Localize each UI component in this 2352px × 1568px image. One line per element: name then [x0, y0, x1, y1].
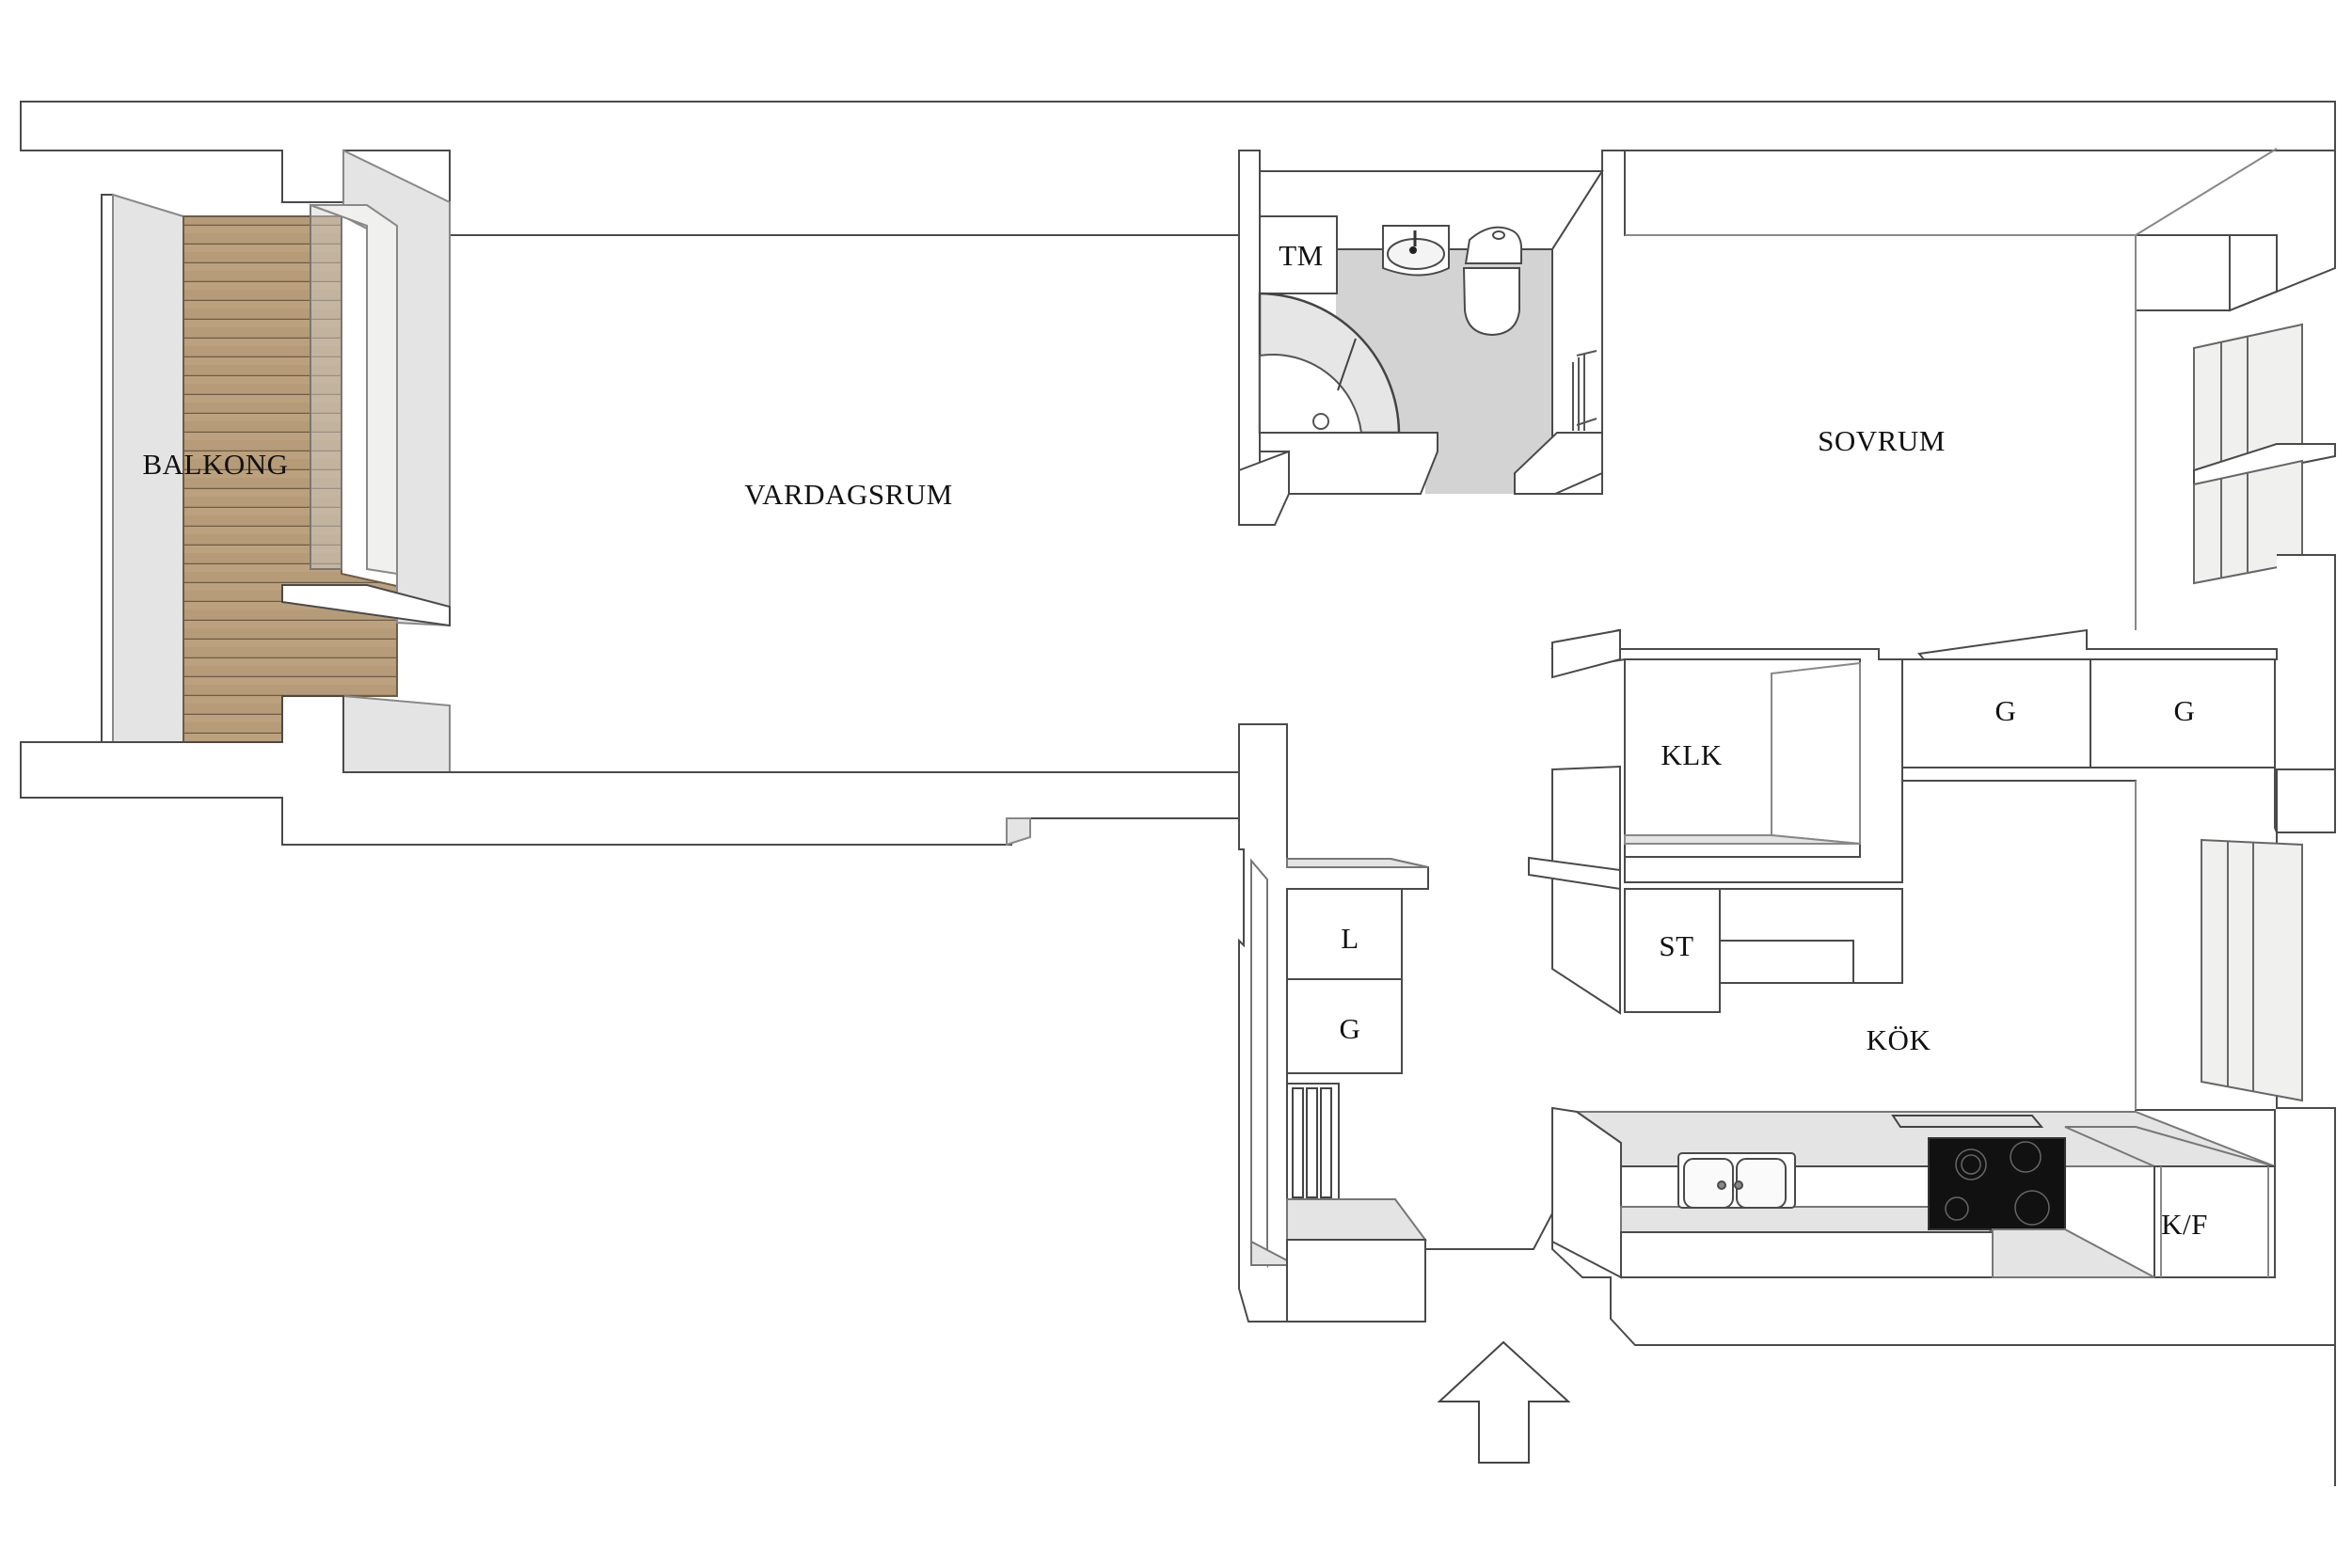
label-kok: KÖK	[1866, 1023, 1931, 1056]
outer-wall-left-bottom	[20, 695, 1288, 859]
window-glass	[310, 204, 398, 576]
shower-drain-icon	[1312, 413, 1329, 430]
fridge-freezer	[2153, 1165, 2276, 1278]
st-step	[1719, 940, 1854, 984]
label-g-closet-left: G	[1994, 694, 2017, 727]
counter-front-body	[1620, 1231, 1994, 1278]
toilet-flush-button	[1492, 230, 1505, 240]
label-vardagsrum: VARDAGSRUM	[744, 478, 953, 511]
sink-drain-right-icon	[1734, 1180, 1743, 1190]
bathroom	[1238, 150, 1604, 526]
stove-hob	[1928, 1137, 2066, 1230]
bathroom-jamb-right	[1514, 432, 1603, 495]
sink-right-bowl	[1736, 1158, 1787, 1209]
label-l: L	[1341, 922, 1359, 955]
g-hall-closet	[1286, 978, 1403, 1074]
st-cabinet	[1624, 888, 1721, 1013]
washing-machine-block	[1259, 215, 1338, 294]
washbasin-drain-icon	[1409, 246, 1417, 254]
balcony-door-jamb	[342, 694, 451, 773]
bathroom-jamb-left-side	[1238, 450, 1290, 526]
klk-closet-shelf	[1624, 834, 1861, 845]
label-tm: TM	[1279, 239, 1324, 272]
label-kf: K/F	[2161, 1208, 2208, 1241]
kitchen-right-wall	[1551, 767, 2336, 1346]
hob-burners-icon	[1945, 1141, 2050, 1226]
bedroom	[1624, 102, 2336, 833]
label-g-hall: G	[1339, 1012, 1361, 1045]
label-klk: KLK	[1661, 738, 1723, 771]
bathroom-right-wall	[1551, 167, 1603, 495]
bathroom-jamb-left	[1259, 432, 1438, 495]
klk-left-wall	[1551, 765, 1621, 1015]
stove-top	[1891, 1115, 2044, 1128]
label-st: ST	[1659, 929, 1694, 962]
shower-door-divider	[1337, 338, 1357, 391]
klk-closet-depth	[1771, 661, 1861, 846]
hall-floor-step	[1286, 1198, 1427, 1241]
step-notch	[1006, 817, 1031, 847]
klk-left-shelf	[1528, 856, 1621, 891]
hall-wall-side	[1250, 858, 1268, 1269]
shower-inner	[1259, 354, 1363, 434]
entrance-threshold	[1425, 1212, 1553, 1250]
kitchen-counter	[1551, 1106, 2276, 1279]
closet-top-shelf	[1286, 858, 1429, 868]
counter-floor-gap	[1992, 1228, 2155, 1278]
hall-step-front	[1286, 1239, 1426, 1323]
kitchen-window	[2201, 838, 2303, 1102]
hallway-closets	[1238, 723, 1429, 1323]
towel-radiator	[1572, 350, 1597, 431]
closet-block	[1550, 628, 2278, 883]
label-g-closet-right: G	[2173, 694, 2196, 727]
living-room-window	[281, 149, 451, 627]
window-sill	[281, 584, 451, 627]
label-balkong: BALKONG	[142, 448, 289, 481]
toilet-bowl	[1462, 267, 1520, 337]
sink-drain-left-icon	[1717, 1180, 1726, 1190]
bedroom-corner-line	[2135, 148, 2278, 236]
g-closet-left	[1901, 658, 2091, 768]
balcony-glass-panel	[310, 203, 342, 570]
label-sovrum: SOVRUM	[1818, 424, 1946, 457]
klk-top-return	[1551, 628, 1621, 679]
balcony-left-rail	[101, 194, 114, 743]
entrance-arrow-icon	[1437, 1340, 1571, 1464]
toilet-tank	[1464, 226, 1523, 264]
sink-left-bowl	[1683, 1158, 1734, 1209]
storage-st	[1624, 888, 1903, 1013]
g-closet-right	[2090, 658, 2276, 768]
